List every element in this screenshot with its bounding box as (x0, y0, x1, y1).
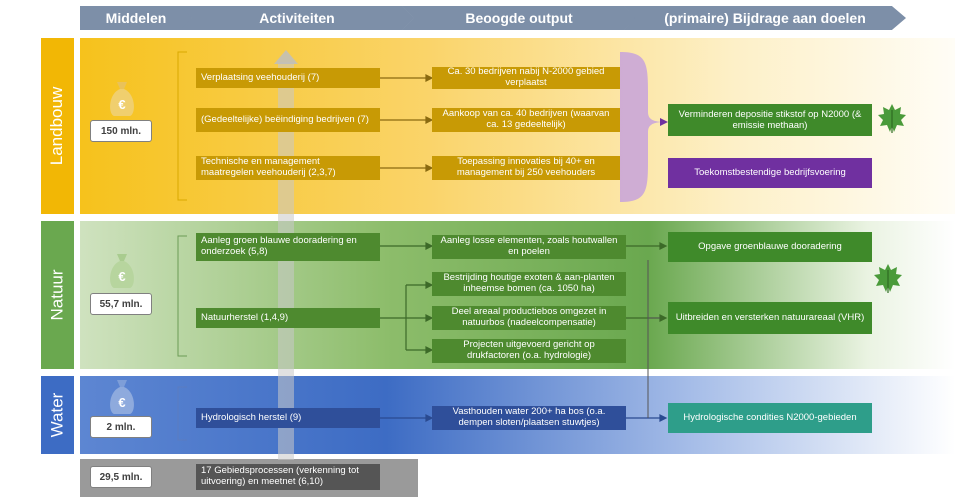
goal-dooradering: Opgave groenblauwe dooradering (668, 232, 872, 262)
header-activiteiten-label: Activiteiten (259, 10, 335, 26)
money-bag-icon: € (110, 82, 134, 116)
section-label-water: Water (41, 376, 74, 454)
money-bag-icon: € (110, 380, 134, 414)
budget-landbouw: 150 mln. (90, 120, 152, 142)
goal-bedrijfsvoering: Toekomstbestendige bedrijfsvoering (668, 158, 872, 188)
header-doelen: (primaire) Bijdrage aan doelen (624, 6, 906, 30)
header-middelen: Middelen (80, 6, 192, 30)
leaf-icon (878, 104, 906, 133)
svg-text:€: € (118, 395, 125, 410)
output-bracket-landbouw (620, 52, 668, 202)
output-natuur-4: Projecten uitgevoerd gericht op drukfact… (432, 339, 626, 363)
section-label-landbouw: Landbouw (41, 38, 74, 214)
output-water-1: Vasthouden water 200+ ha bos (o.a. dempe… (432, 406, 626, 430)
budget-water: 2 mln. (90, 416, 152, 438)
budget-natuur: 55,7 mln. (90, 293, 152, 315)
output-landbouw-3: Toepassing innovaties bij 40+ en managem… (432, 156, 620, 180)
activity-water-1: Hydrologisch herstel (9) (196, 408, 380, 428)
output-natuur-1: Aanleg losse elementen, zoals houtwallen… (432, 235, 626, 259)
output-landbouw-1: Ca. 30 bedrijven nabij N-2000 gebied ver… (432, 66, 620, 89)
section-label-natuur: Natuur (41, 221, 74, 369)
money-bag-icon: € (110, 254, 134, 288)
arrow-up-icon (274, 50, 298, 64)
svg-text:€: € (118, 269, 125, 284)
output-natuur-2: Bestrijding houtige exoten & aan-planten… (432, 272, 626, 296)
activity-landbouw-3: Technische en management maatregelen vee… (196, 156, 380, 180)
leaf-icon (874, 264, 902, 293)
output-natuur-3: Deel areaal productiebos omgezet in natu… (432, 306, 626, 330)
activity-landbouw-2: (Gedeeltelijke) beëindiging bedrijven (7… (196, 108, 380, 132)
header-middelen-label: Middelen (105, 10, 167, 26)
activity-natuur-2: Natuurherstel (1,4,9) (196, 308, 380, 328)
activity-natuur-1: Aanleg groen blauwe dooradering en onder… (196, 233, 380, 261)
svg-text:€: € (118, 97, 125, 112)
header-output-label: Beoogde output (465, 10, 573, 26)
goal-natuurareaal: Uitbreiden en versterken natuurareaal (V… (668, 302, 872, 334)
activity-overig: 17 Gebiedsprocessen (verkenning tot uitv… (196, 464, 380, 490)
goal-stikstof: Verminderen depositie stikstof op N2000 … (668, 104, 872, 136)
header-output: Beoogde output (402, 6, 636, 30)
output-landbouw-2: Aankoop van ca. 40 bedrijven (waarvan ca… (432, 108, 620, 132)
goal-hydrologie: Hydrologische condities N2000-gebieden (668, 403, 872, 433)
budget-overig: 29,5 mln. (90, 466, 152, 488)
header-doelen-label: (primaire) Bijdrage aan doelen (664, 10, 866, 26)
activity-landbouw-1: Verplaatsing veehouderij (7) (196, 68, 380, 88)
header-activiteiten: Activiteiten (180, 6, 414, 30)
